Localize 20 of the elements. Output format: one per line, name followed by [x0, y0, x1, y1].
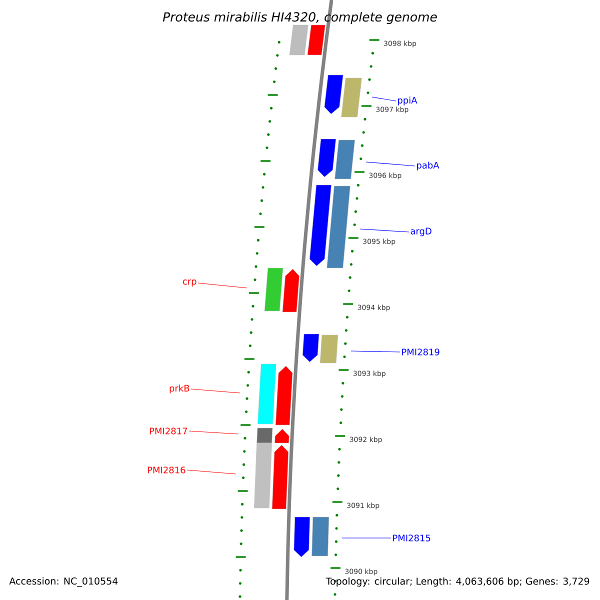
- gene-label: prkB: [170, 384, 190, 394]
- gene-label: PMI2819: [402, 348, 440, 356]
- title: Proteus mirabilis HI4320, complete genome: [162, 12, 437, 24]
- gene-label: ppiA: [398, 96, 418, 106]
- gene-label: PMI2816: [148, 466, 186, 474]
- leader-line: [350, 350, 400, 352]
- leader-line: [190, 388, 240, 394]
- leader-line: [198, 282, 248, 288]
- leader-line: [360, 228, 410, 232]
- accession-text: Accession: NC_010554: [9, 577, 118, 587]
- gene-label: pabA: [417, 162, 440, 170]
- leader-line: [186, 470, 236, 474]
- gene-label: PMI2815: [393, 534, 430, 542]
- topology-text: Topology: circular; Length: 4,063,606 bp; Genes: 3,729: [326, 577, 590, 587]
- leader-line: [366, 162, 416, 166]
- leader-line: [372, 96, 396, 102]
- gene-label: argD: [410, 228, 432, 236]
- gene-label: PMI2817: [150, 428, 188, 434]
- gene-label: crp: [182, 280, 196, 286]
- leader-line: [188, 430, 238, 434]
